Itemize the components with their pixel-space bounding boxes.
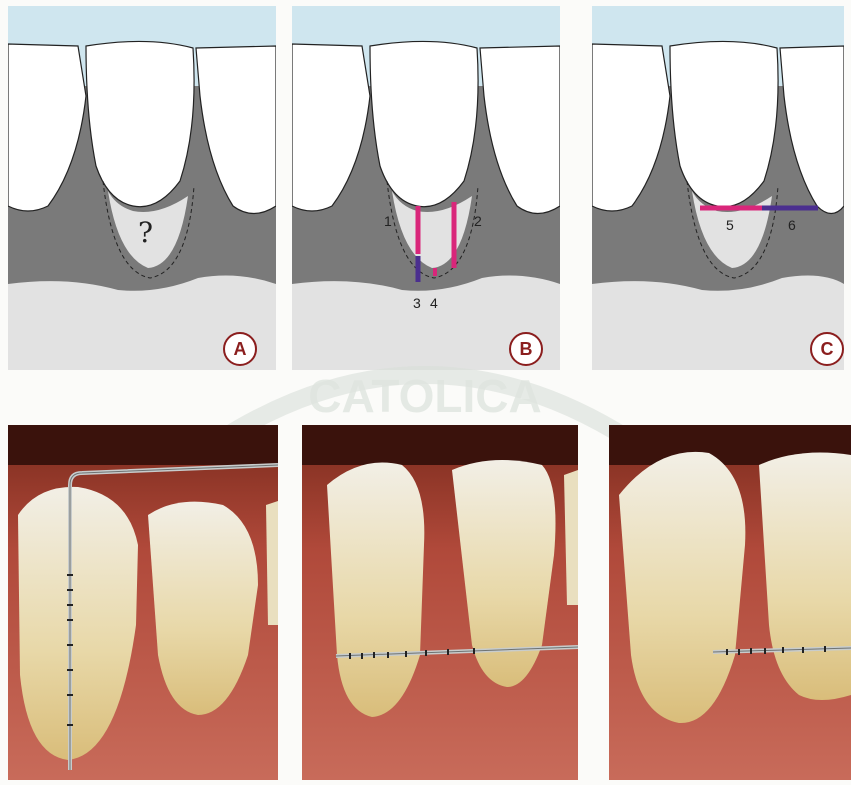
question-mark: ?	[138, 216, 153, 249]
watermark-text: CATOLICA	[308, 370, 541, 422]
panel-a-drawing: ?	[8, 6, 276, 370]
diagram-panel-a: ? A	[8, 6, 276, 370]
label-4: 4	[430, 295, 438, 311]
label-6: 6	[788, 217, 796, 233]
diagram-panel-b: 1 2 3 4 B	[292, 6, 560, 370]
panel-c-label: C	[810, 332, 844, 366]
probe-horizontal-short-photo	[609, 425, 851, 780]
diagram-panel-c: 5 6 C	[592, 6, 844, 370]
panel-b-label: B	[509, 332, 543, 366]
panel-a-label: A	[223, 332, 257, 366]
label-2: 2	[474, 213, 482, 229]
label-5: 5	[726, 217, 734, 233]
panel-b-drawing: 1 2 3 4	[292, 6, 560, 370]
probe-vertical-photo	[8, 425, 278, 780]
label-3: 3	[413, 295, 421, 311]
label-1: 1	[384, 213, 392, 229]
probe-horizontal-photo	[302, 425, 578, 780]
panel-c-drawing: 5 6	[592, 6, 844, 370]
